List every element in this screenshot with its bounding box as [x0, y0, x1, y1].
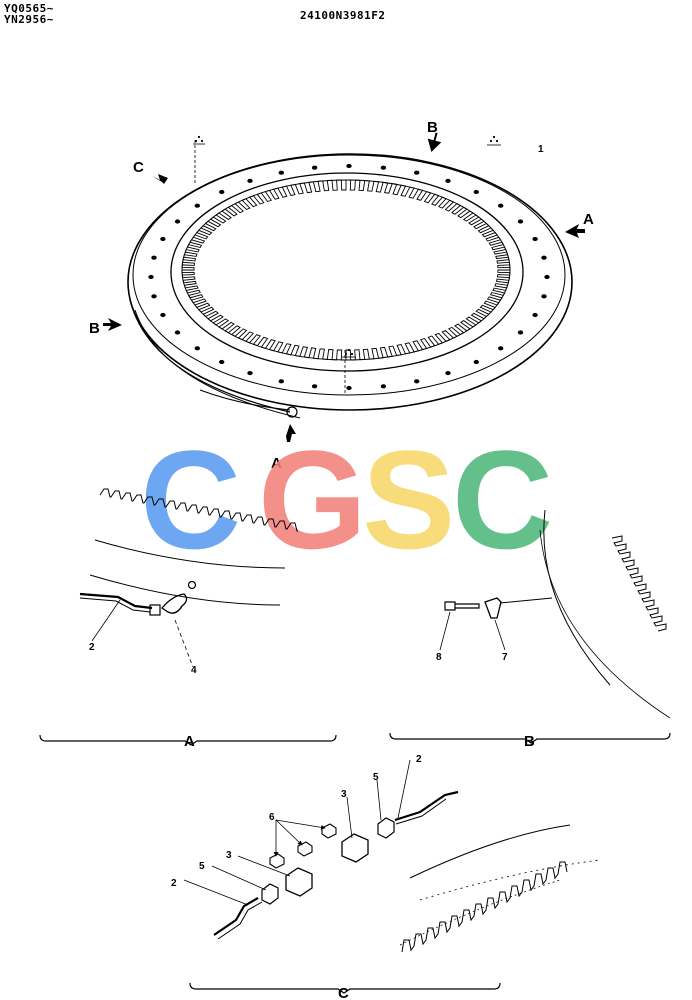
- bolt-hole: [278, 379, 284, 384]
- serial-range-1: YQ0565~: [4, 2, 54, 15]
- detail-c-callout-3-top: 3: [341, 789, 347, 800]
- detail-b: [389, 509, 671, 744]
- watermark-letter-g: G: [258, 421, 367, 578]
- bolt-hole: [151, 294, 157, 299]
- detail-c-callout-6: 6: [269, 812, 275, 823]
- view-marker-a-right: A: [583, 211, 594, 228]
- bolt-hole: [174, 219, 181, 224]
- detail-b-section-label: B: [524, 733, 535, 750]
- bolt-hole: [473, 189, 479, 195]
- bolt-hole: [148, 274, 154, 280]
- bolt-hole: [532, 236, 538, 242]
- bolt-hole: [517, 219, 524, 224]
- detail-c-callout-3-bottom: 3: [226, 850, 232, 861]
- gear-tooth-profile: [181, 179, 511, 361]
- nipple-6-a: [321, 823, 337, 839]
- bolt-hole: [311, 165, 318, 170]
- detail-a-section-label: A: [184, 733, 195, 750]
- detail-b-callout-7: 7: [502, 652, 508, 663]
- bolt-hole: [151, 255, 157, 260]
- bolt-hole: [346, 385, 352, 391]
- arrow-b-top: [427, 132, 442, 153]
- bolt-hole: [160, 236, 166, 242]
- bolt-hole: [174, 330, 181, 335]
- bolt-hole: [278, 170, 284, 175]
- ring-gear-teeth: [181, 179, 511, 361]
- bolt-hole: [498, 346, 504, 351]
- detail-a-callout-4: 4: [191, 665, 197, 676]
- detail-c: [183, 759, 601, 994]
- bolt-hole: [445, 371, 451, 376]
- detail-c-callout-5-top: 5: [373, 772, 379, 783]
- arrow-a-bottom: [286, 424, 296, 442]
- view-marker-b-left: B: [89, 320, 100, 337]
- bolt-8: [444, 601, 480, 611]
- watermark-letter-s: S: [362, 421, 455, 578]
- view-arrows: [103, 132, 585, 442]
- bolt-hole: [247, 371, 253, 376]
- bolt-hole: [414, 170, 420, 175]
- bolt-hole: [219, 359, 225, 365]
- detail-c-callout-5-bottom: 5: [199, 861, 205, 872]
- detail-c-callout-2-bottom: 2: [171, 878, 177, 889]
- bolt-hole: [194, 203, 201, 208]
- bolt-hole: [380, 384, 387, 389]
- bolt-hole: [219, 189, 225, 195]
- bolt-hole: [247, 178, 253, 183]
- bolt-hole: [473, 359, 479, 365]
- detail-c-section-label: C: [338, 985, 349, 1000]
- nipple-6-c: [269, 853, 285, 869]
- bolt-hole: [517, 330, 524, 335]
- bolt-hole: [541, 255, 547, 260]
- view-marker-b-top: B: [427, 119, 438, 136]
- nipple-6-b: [297, 841, 313, 857]
- nut-5-top: [377, 817, 395, 839]
- drawing-number: 24100N3981F2: [300, 9, 386, 22]
- view-marker-c: C: [133, 159, 144, 176]
- nut-5-bottom: [261, 883, 279, 905]
- detail-b-callout-8: 8: [436, 652, 442, 663]
- detail-c-callout-2-top: 2: [416, 754, 422, 765]
- elbow-3-top: [341, 833, 369, 863]
- bolt-hole: [498, 203, 504, 208]
- arrow-c: [152, 174, 168, 184]
- bolt-hole: [380, 165, 387, 170]
- cgsc-watermark: C G S C: [140, 421, 553, 578]
- bolt-hole: [194, 346, 201, 351]
- watermark-letter-c2: C: [452, 421, 553, 578]
- grease-pipe-c-bottom: [213, 897, 259, 936]
- bolt-hole: [544, 274, 550, 280]
- elbow-3-bottom: [285, 867, 313, 897]
- ring-bolt-holes: [148, 163, 550, 391]
- grease-mark-symbols: [193, 135, 501, 358]
- view-marker-a-bottom: A: [271, 455, 282, 472]
- grease-pipe-a: [79, 592, 153, 610]
- bolt-hole: [160, 312, 166, 318]
- watermark-letter-c1: C: [140, 421, 241, 578]
- bracket-7: [484, 597, 502, 619]
- bolt-hole: [445, 178, 451, 183]
- arrow-b-left: [103, 318, 122, 331]
- bolt-hole: [532, 312, 538, 318]
- detail-a: [39, 488, 337, 746]
- swing-bearing-ring: [127, 140, 573, 419]
- part-callout-1: 1: [538, 144, 544, 155]
- grease-pipe-c-top: [394, 790, 459, 822]
- bolt-hole: [414, 379, 420, 384]
- serial-range-2: YN2956~: [4, 13, 54, 26]
- bolt-hole: [311, 384, 318, 389]
- bolt-hole: [346, 163, 352, 169]
- bolt-hole: [541, 294, 547, 299]
- arrow-a-right: [565, 224, 585, 238]
- detail-a-callout-2: 2: [89, 642, 95, 653]
- elbow-fitting-a: [161, 593, 188, 614]
